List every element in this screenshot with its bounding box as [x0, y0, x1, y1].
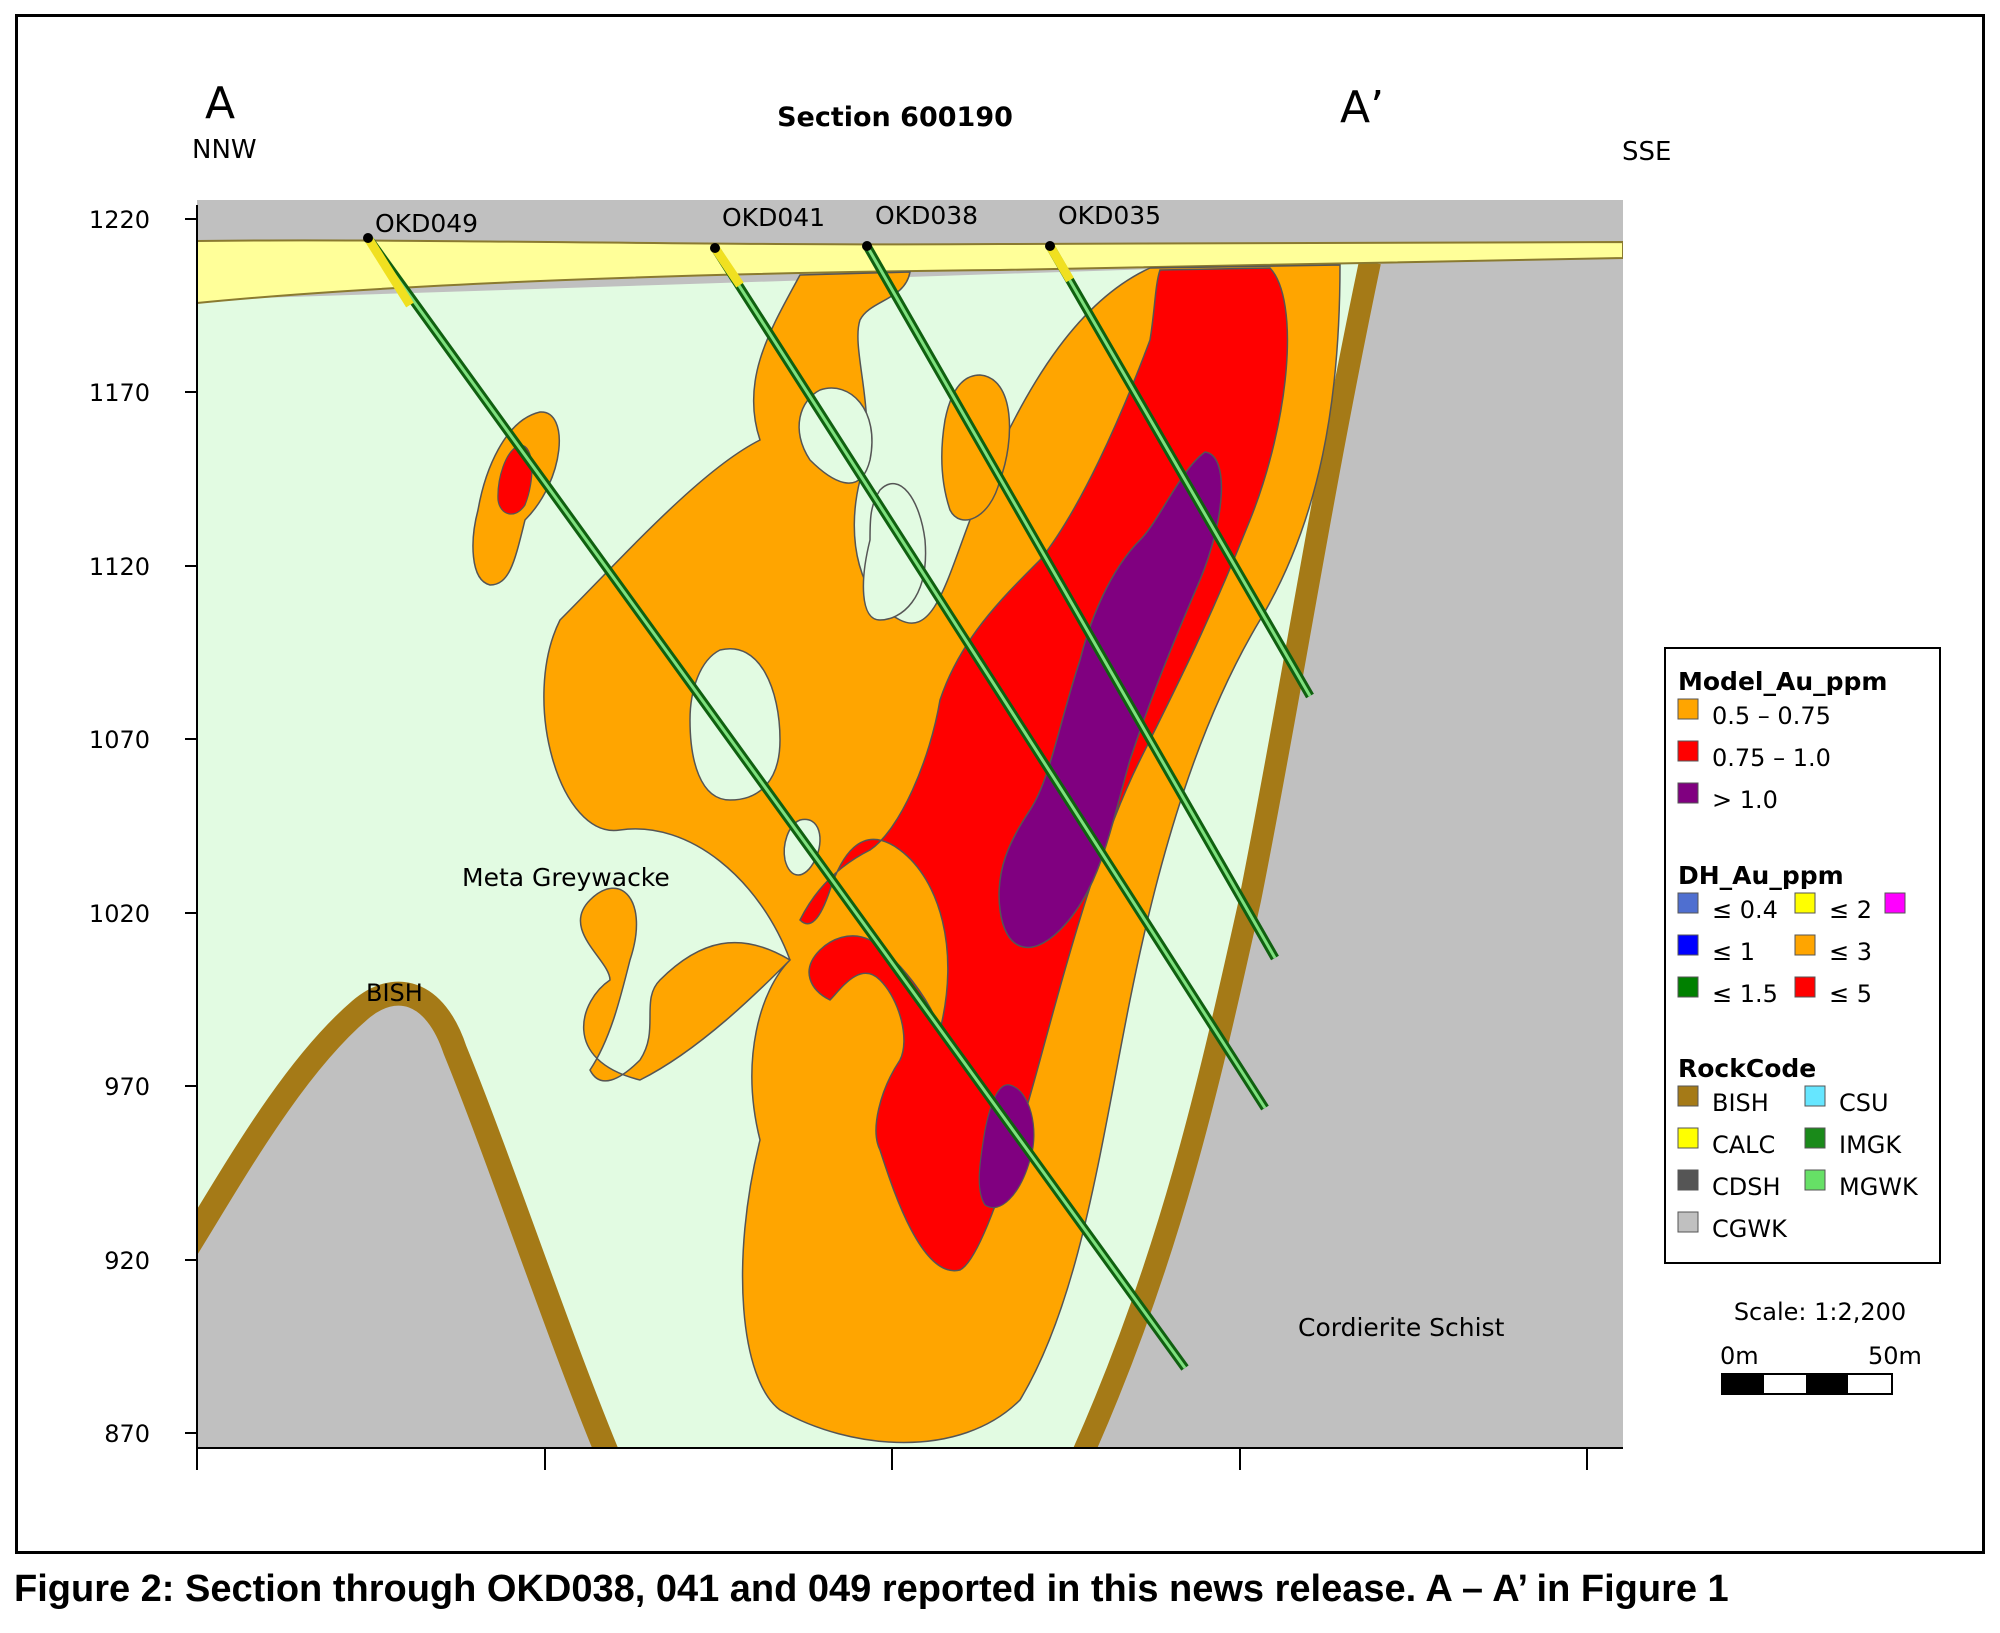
- legend-swatch: [1677, 1211, 1699, 1233]
- elevation-label: 1120: [89, 553, 150, 581]
- drillhole-collars: [363, 233, 1055, 253]
- host-window-3: [689, 647, 781, 801]
- scale-bar: Scale: 1:2,200 0m 50m: [1720, 1298, 1922, 1395]
- legend-label: ≤ 1: [1712, 938, 1755, 966]
- bish-label: BISH: [366, 979, 423, 1007]
- elevation-label: 1020: [89, 900, 150, 928]
- x-axis-ticks: [196, 1448, 1588, 1470]
- legend-label: MGWK: [1839, 1173, 1919, 1201]
- legend-label: ≤ 1.5: [1712, 980, 1778, 1008]
- legend: Model_Au_ppm 0.5 – 0.75 0.75 – 1.0 > 1.0…: [1664, 647, 1941, 1264]
- legend-label: ≤ 3: [1829, 938, 1872, 966]
- elevation-label: 1070: [89, 726, 150, 754]
- collar-okd041: [710, 243, 720, 253]
- legend-label: BISH: [1712, 1089, 1769, 1117]
- legend-label: 0.75 – 1.0: [1712, 744, 1831, 772]
- calc-cover: [197, 239, 1623, 305]
- legend-title-dh: DH_Au_ppm: [1678, 861, 1844, 890]
- elevation-label: 920: [104, 1247, 150, 1275]
- scale-left-label: 0m: [1720, 1342, 1759, 1370]
- elevation-label: 1170: [89, 379, 150, 407]
- section-start-direction: NNW: [192, 135, 257, 165]
- legend-swatch: [1804, 1169, 1826, 1191]
- bish-band-right: [1073, 259, 1381, 1448]
- drillhole-label-okd035: OKD035: [1058, 201, 1161, 230]
- legend-swatch: [1677, 740, 1699, 762]
- drill-traces: [364, 235, 1314, 1371]
- legend-label: ≤ 0.4: [1712, 896, 1778, 924]
- legend-swatch: [1677, 892, 1699, 914]
- drillhole-label-okd049: OKD049: [375, 209, 478, 238]
- collar-okd049: [363, 233, 373, 243]
- legend-swatch: [1677, 1085, 1699, 1107]
- legend-swatch: [1677, 698, 1699, 720]
- legend-swatch: [1804, 1085, 1826, 1107]
- legend-swatch: [1677, 782, 1699, 804]
- host-window-2: [862, 483, 927, 621]
- legend-swatch: [1794, 934, 1816, 956]
- legend-label: IMGK: [1839, 1131, 1902, 1159]
- collar-okd038: [862, 241, 872, 251]
- figure-frame: [15, 14, 1985, 1554]
- legend-swatch: [1794, 892, 1816, 914]
- elevation-label: 1220: [89, 206, 150, 234]
- legend-swatch: [1794, 976, 1816, 998]
- elevation-label: 870: [104, 1420, 150, 1448]
- section-end-label: A’: [1340, 82, 1384, 133]
- scale-right-label: 50m: [1868, 1342, 1922, 1370]
- section-plot: 1220 1170 1120 1070 1020 970 920 870 A N…: [89, 78, 1671, 1470]
- drillhole-label-okd038: OKD038: [875, 201, 978, 230]
- scale-label: Scale: 1:2,200: [1734, 1298, 1906, 1326]
- legend-label: CDSH: [1712, 1173, 1781, 1201]
- legend-title-rock: RockCode: [1678, 1054, 1816, 1083]
- elevation-label: 970: [104, 1073, 150, 1101]
- meta-greywacke-label: Meta Greywacke: [462, 863, 670, 892]
- section-end-direction: SSE: [1622, 137, 1671, 167]
- figure-caption: Figure 2: Section through OKD038, 041 an…: [14, 1568, 1729, 1610]
- legend-swatch: [1677, 976, 1699, 998]
- y-axis-ticks: [185, 218, 197, 1434]
- y-axis-labels: 1220 1170 1120 1070 1020 970 920 870: [89, 206, 150, 1448]
- cordierite-schist-label: Cordierite Schist: [1298, 1313, 1505, 1342]
- bish-band-left: [197, 981, 619, 1448]
- collar-okd035: [1045, 241, 1055, 251]
- legend-label: 0.5 – 0.75: [1712, 702, 1831, 730]
- model-shell-gt-1.0: [998, 451, 1223, 949]
- legend-swatch: [1677, 1169, 1699, 1191]
- section-title: Section 600190: [777, 102, 1013, 133]
- drillhole-label-okd041: OKD041: [722, 203, 825, 232]
- legend-label: CSU: [1839, 1089, 1889, 1117]
- legend-label: > 1.0: [1712, 786, 1778, 814]
- legend-swatch: [1884, 892, 1906, 914]
- legend-swatch: [1677, 934, 1699, 956]
- legend-label: CGWK: [1712, 1215, 1788, 1243]
- legend-label: CALC: [1712, 1131, 1775, 1159]
- section-start-label: A: [205, 78, 235, 129]
- legend-swatch: [1677, 1127, 1699, 1149]
- legend-title-model: Model_Au_ppm: [1678, 667, 1887, 696]
- legend-swatch: [1804, 1127, 1826, 1149]
- legend-label: ≤ 5: [1829, 980, 1872, 1008]
- legend-label: ≤ 2: [1829, 896, 1872, 924]
- model-shell-gt-1.0-lower: [978, 1084, 1035, 1209]
